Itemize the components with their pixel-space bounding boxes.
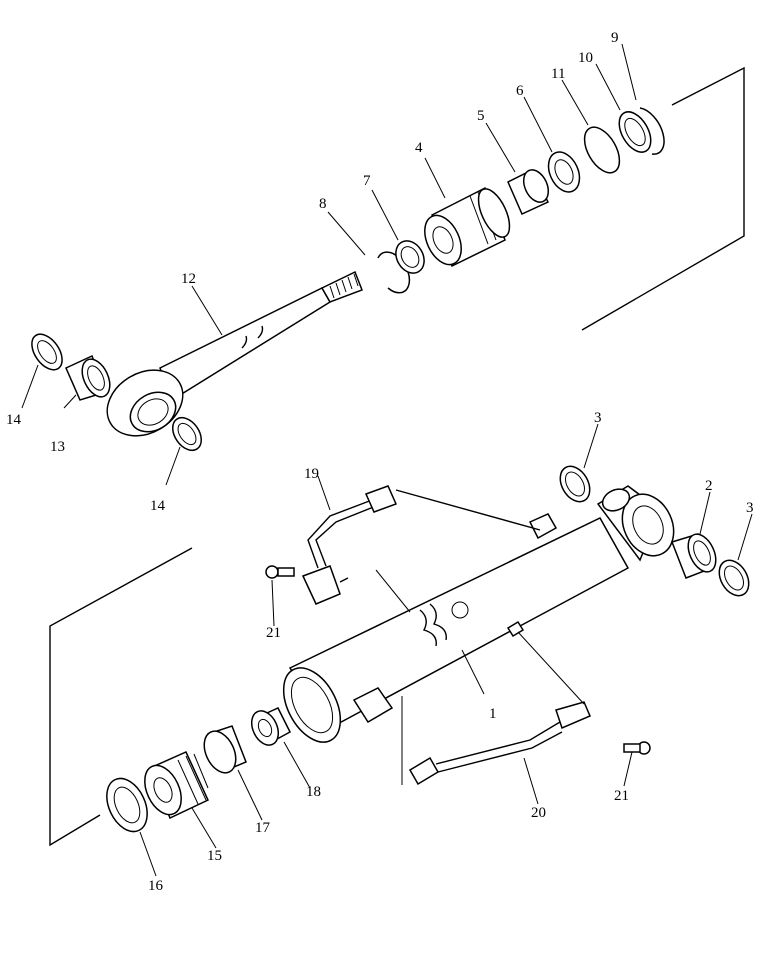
- callout-5: 5: [477, 108, 485, 124]
- callout-19: 19: [304, 466, 319, 482]
- callout-4: 4: [415, 140, 423, 156]
- dust-seal-3-upper: [559, 465, 591, 503]
- callout-17: 17: [255, 820, 271, 836]
- pipe-19: [301, 485, 541, 605]
- bushing-5: [507, 168, 550, 216]
- cylinder-tube: [282, 485, 675, 743]
- callout-16: 16: [148, 878, 164, 894]
- wear-ring-16: [106, 777, 148, 833]
- frame-bracket-top: [581, 66, 745, 331]
- dust-seal-14-lower: [171, 416, 203, 452]
- bushing-2: [671, 533, 717, 579]
- dust-seal-3-right: [718, 559, 750, 597]
- rod-assembly: [21, 43, 745, 486]
- tube-assembly: [49, 423, 753, 877]
- seal-6: [547, 151, 581, 193]
- bolt-21-right: [623, 741, 651, 755]
- pipe-20: [401, 631, 591, 786]
- callout-11: 11: [551, 66, 565, 82]
- callout-18: 18: [306, 784, 321, 800]
- callout-6: 6: [516, 83, 524, 99]
- ring-17: [203, 725, 247, 774]
- callout-13: 13: [50, 439, 65, 455]
- cylinder-head: [424, 186, 511, 268]
- o-ring-11: [583, 126, 621, 174]
- bolt-21-left: [265, 565, 295, 579]
- frame-bracket-bottom: [49, 547, 193, 847]
- callout-9: 9: [611, 30, 619, 46]
- callout-14: 14: [150, 498, 166, 514]
- callout-1: 1: [489, 706, 497, 722]
- backup-ring-10: [618, 111, 652, 153]
- callout-2: 2: [705, 478, 713, 494]
- nut-18: [250, 707, 291, 746]
- callout-20: 20: [531, 805, 546, 821]
- callout-12: 12: [181, 271, 196, 287]
- callout-10: 10: [578, 50, 593, 66]
- callout-8: 8: [319, 196, 327, 212]
- bushing-7: [395, 240, 425, 274]
- callout-7: 7: [363, 173, 371, 189]
- callout-labels: 1 2 3 3 4 5 6 7 8 9 10 11 12 13 14 14 15…: [6, 30, 754, 894]
- piston-rod: [106, 270, 363, 437]
- leader-lines-top: [21, 43, 637, 486]
- snap-ring-9: [639, 107, 665, 155]
- bushing-13: [65, 354, 111, 401]
- piston-15: [144, 751, 209, 820]
- callout-15: 15: [207, 848, 222, 864]
- callout-21: 21: [266, 625, 281, 641]
- callout-3: 3: [594, 410, 602, 426]
- callout-14: 14: [6, 412, 22, 428]
- dust-seal-14-left: [31, 333, 63, 371]
- callout-21: 21: [614, 788, 629, 804]
- leader-lines-bottom: [139, 423, 753, 877]
- callout-3: 3: [746, 500, 754, 516]
